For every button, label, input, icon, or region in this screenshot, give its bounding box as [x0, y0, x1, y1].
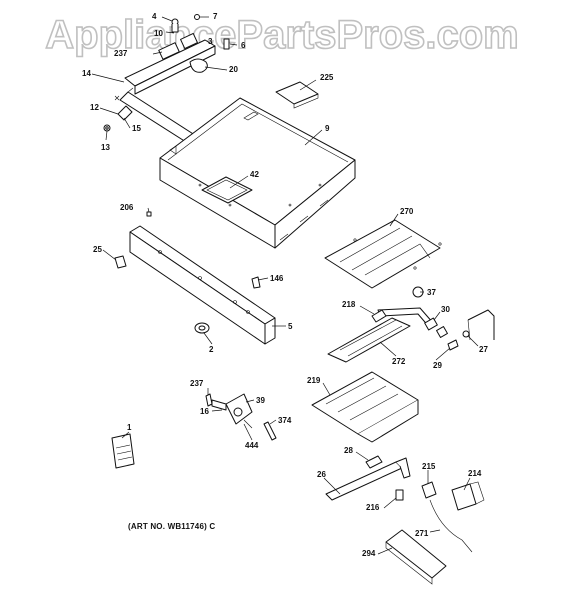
callout-labels: 4 7 10 3 6 237 20 225 14 12 15 13 9 42 2…	[82, 12, 488, 558]
callout-219: 219	[307, 376, 321, 385]
callout-30: 30	[441, 305, 450, 314]
broil-burner	[325, 455, 485, 585]
valve-assembly	[205, 393, 277, 441]
art-number: (ART NO. WB11746) C	[128, 522, 216, 531]
callout-218: 218	[342, 300, 356, 309]
callout-13: 13	[101, 143, 110, 152]
callout-374: 374	[278, 416, 292, 425]
manifold-assembly	[103, 14, 230, 157]
part-1-literature	[111, 433, 135, 469]
callout-6: 6	[241, 41, 246, 50]
callout-214: 214	[468, 469, 482, 478]
part-206-screw	[146, 211, 152, 217]
burner-box-pan	[159, 97, 356, 249]
callout-216: 216	[366, 503, 380, 512]
callout-28: 28	[344, 446, 353, 455]
burner-box-front	[129, 225, 276, 345]
part-2-grommet	[194, 322, 210, 334]
callout-10: 10	[154, 29, 163, 38]
callout-271: 271	[415, 529, 429, 538]
callout-2: 2	[209, 345, 214, 354]
callout-215: 215	[422, 462, 436, 471]
callout-3: 3	[208, 37, 213, 46]
callout-206: 206	[120, 203, 134, 212]
callout-5: 5	[288, 322, 293, 331]
callout-4: 4	[152, 12, 157, 21]
callout-270: 270	[400, 207, 414, 216]
leader-lines	[91, 16, 479, 555]
callout-294: 294	[362, 549, 376, 558]
callout-225: 225	[320, 73, 334, 82]
callout-1: 1	[127, 423, 132, 432]
shield-270	[324, 219, 442, 289]
part-25-clip	[114, 255, 127, 269]
callout-29: 29	[433, 361, 442, 370]
callout-237-top: 237	[114, 49, 128, 58]
callout-16: 16	[200, 407, 209, 416]
callout-27: 27	[479, 345, 488, 354]
callout-9: 9	[325, 124, 330, 133]
callout-37: 37	[427, 288, 436, 297]
callout-15: 15	[132, 124, 141, 133]
callout-146: 146	[270, 274, 284, 283]
watermark-text: AppliancePartsPros.com	[45, 13, 519, 57]
callout-39: 39	[256, 396, 265, 405]
shield-219	[311, 371, 419, 443]
callout-42: 42	[250, 170, 259, 179]
callout-272: 272	[392, 357, 406, 366]
callout-25: 25	[93, 245, 102, 254]
oven-burner-assembly	[327, 286, 495, 363]
callout-20: 20	[229, 65, 238, 74]
callout-14: 14	[82, 69, 91, 78]
part-146-clip	[251, 276, 261, 289]
callout-444: 444	[245, 441, 259, 450]
callout-237-valve: 237	[190, 379, 204, 388]
callout-12: 12	[90, 103, 99, 112]
watermark-logo: AppliancePartsPros.com	[44, 12, 519, 58]
callout-26: 26	[317, 470, 326, 479]
callout-7: 7	[213, 12, 218, 21]
